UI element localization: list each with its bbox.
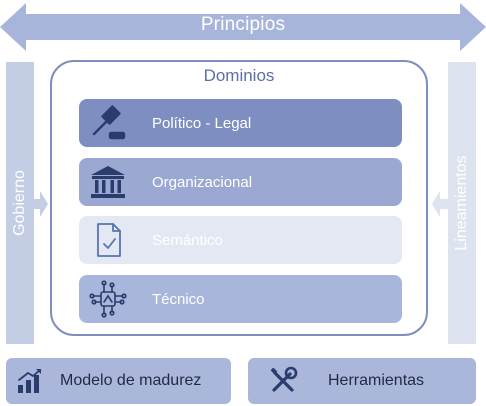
domain-tecnico[interactable]: Técnico: [79, 275, 402, 323]
lineamientos-bar: Lineamientos: [448, 62, 476, 344]
tools-icon: [248, 366, 318, 396]
domain-politico-legal[interactable]: Político - Legal: [79, 99, 402, 147]
document-check-icon: [79, 216, 137, 264]
domain-organizacional[interactable]: Organizacional: [79, 158, 402, 206]
maturity-bar-chart-icon: [6, 368, 52, 394]
principios-arrow: [0, 3, 486, 51]
gavel-icon: [79, 99, 137, 147]
gobierno-bar: Gobierno: [6, 62, 34, 344]
domain-label: Técnico: [152, 290, 205, 308]
modelo-madurez-label: Modelo de madurez: [60, 372, 202, 389]
lineamientos-label: Lineamientos: [453, 155, 470, 251]
circuit-chip-icon: [79, 275, 137, 323]
domain-label: Organizacional: [152, 173, 253, 191]
modelo-madurez-button[interactable]: Modelo de madurez: [6, 358, 231, 404]
dominios-frame: [50, 60, 428, 336]
lineamientos-arrow-icon: [432, 191, 448, 217]
principios-label: Principios: [200, 14, 286, 35]
domain-label: Semántico: [152, 231, 223, 249]
herramientas-button[interactable]: Herramientas: [248, 358, 476, 404]
institution-building-icon: [79, 158, 137, 206]
herramientas-label: Herramientas: [328, 372, 425, 389]
dominios-title: Dominios: [203, 66, 275, 85]
domain-label: Político - Legal: [152, 114, 252, 132]
domain-semantico[interactable]: Semántico: [79, 216, 402, 264]
gobierno-label: Gobierno: [11, 170, 28, 236]
gobierno-arrow-icon: [34, 191, 48, 217]
